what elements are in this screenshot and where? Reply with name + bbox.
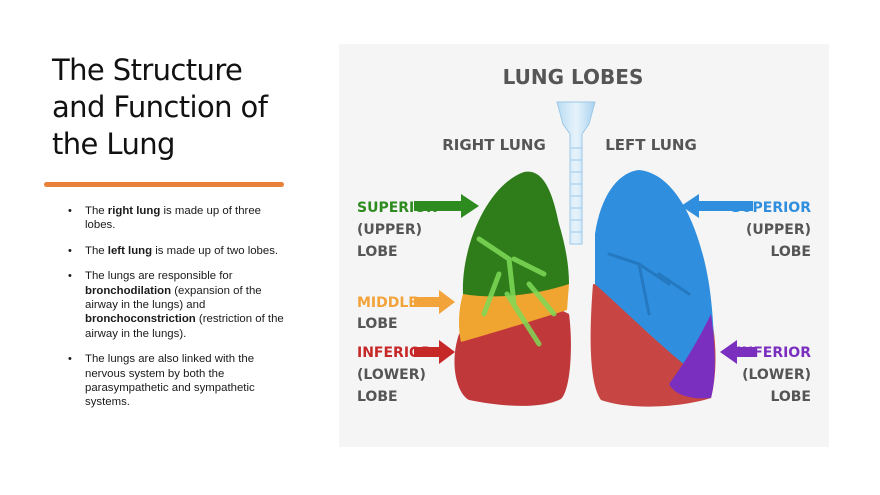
title-underline xyxy=(44,182,284,187)
right-lung-shape xyxy=(454,171,571,406)
bullet-dot-icon: • xyxy=(68,270,72,283)
bullet-item: • The left lung is made up of two lobes. xyxy=(64,244,286,258)
bullet-list: • The right lung is made up of three lob… xyxy=(64,204,286,421)
bullet-text: (restriction of the airway in the lungs)… xyxy=(85,313,284,340)
arrow-right-icon xyxy=(414,340,455,364)
title-line-2: and Function of xyxy=(52,90,268,124)
arrow-left-icon xyxy=(720,340,757,364)
bullet-dot-icon: • xyxy=(68,205,72,217)
arrow-right-icon xyxy=(414,290,455,314)
bullet-dot-icon: • xyxy=(68,244,72,257)
bullet-bold: left lung xyxy=(107,244,153,257)
bullet-text: The xyxy=(85,244,108,257)
bullet-text: The lungs are also linked with the nervo… xyxy=(85,353,255,409)
left-lung-label: LEFT LUNG xyxy=(605,136,697,154)
svg-text:LOBE: LOBE xyxy=(770,244,811,260)
svg-text:INFERIOR: INFERIOR xyxy=(357,345,432,361)
svg-text:LOBE: LOBE xyxy=(357,316,398,332)
bullet-text: (expansion of the airway in the lungs) a… xyxy=(85,284,262,312)
bullet-item: • The lungs are responsible for bronchod… xyxy=(64,269,286,341)
bullet-bold: right lung xyxy=(107,205,161,217)
svg-text:(LOWER): (LOWER) xyxy=(742,367,811,383)
left-lung-shape xyxy=(590,170,716,407)
svg-text:LOBE: LOBE xyxy=(357,244,398,260)
slide-title: The Structure and Function of the Lung xyxy=(52,52,302,163)
right-lung-label: RIGHT LUNG xyxy=(442,136,546,154)
trachea-shape xyxy=(556,101,596,245)
lung-diagram: LUNG LOBES RIGHT LUNG LEFT LUNG xyxy=(357,65,811,407)
bullet-item: • The lungs are also linked with the ner… xyxy=(64,352,286,410)
bullet-text: is made up of three lobes. xyxy=(85,205,261,232)
lung-lobes-figure: LUNG LOBES RIGHT LUNG LEFT LUNG xyxy=(339,44,829,447)
svg-text:LOBE: LOBE xyxy=(770,389,811,405)
bullet-item: • The right lung is made up of three lob… xyxy=(64,204,286,233)
svg-text:(UPPER): (UPPER) xyxy=(357,222,422,238)
bullet-bold: bronchodilation xyxy=(85,284,172,297)
right-middle-label: MIDDLE LOBE xyxy=(357,295,418,332)
bullet-dot-icon: • xyxy=(68,353,72,366)
svg-text:(UPPER): (UPPER) xyxy=(746,222,811,238)
arrow-left-icon xyxy=(681,194,753,218)
figure-heading: LUNG LOBES xyxy=(503,65,644,89)
bullet-bold: bronchoconstriction xyxy=(85,313,196,326)
svg-text:LOBE: LOBE xyxy=(357,389,398,405)
title-line-1: The Structure xyxy=(52,53,243,87)
arrow-right-icon xyxy=(414,194,479,218)
bullet-text: The lungs are responsible for xyxy=(85,270,233,283)
title-line-3: the Lung xyxy=(52,127,175,161)
svg-text:MIDDLE: MIDDLE xyxy=(357,295,418,311)
bullet-text: The xyxy=(85,205,108,217)
bullet-text: is made up of two lobes. xyxy=(152,244,279,257)
right-inferior-label: INFERIOR (LOWER) LOBE xyxy=(357,345,432,405)
svg-text:(LOWER): (LOWER) xyxy=(357,367,426,383)
